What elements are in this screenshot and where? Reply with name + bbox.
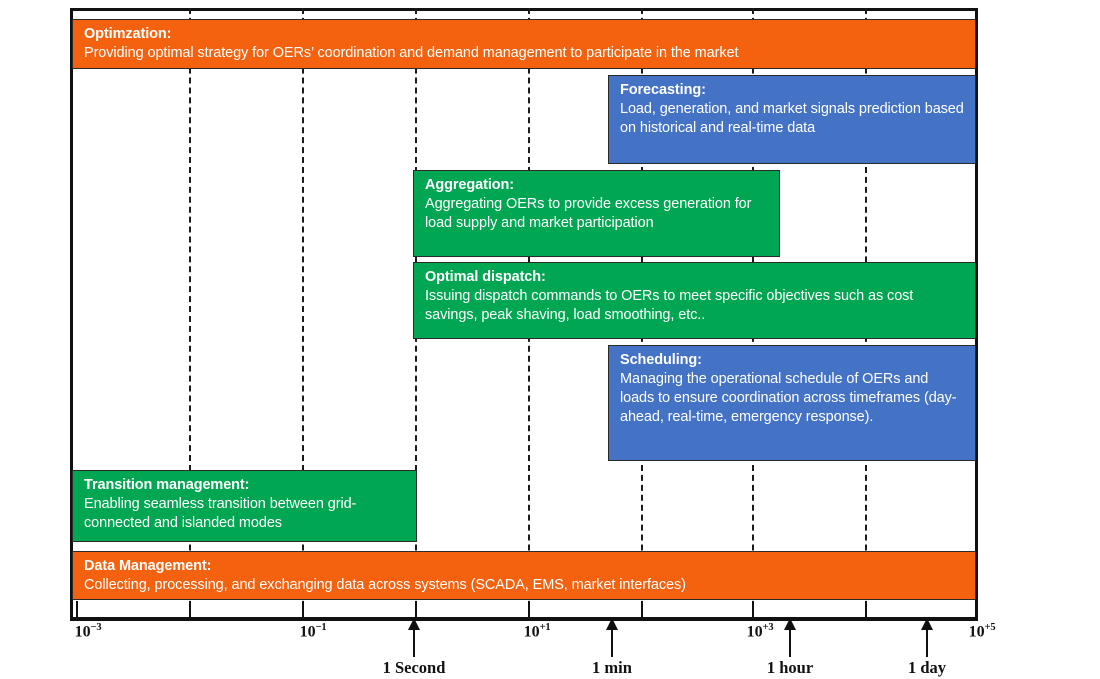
axis-label-exponent: +5: [984, 622, 996, 633]
axis-tick-4: [528, 601, 530, 618]
arrow-up-icon: [408, 618, 420, 630]
axis-tick-8: [975, 601, 977, 618]
axis-tick-1: [189, 601, 191, 618]
annotation-1-hour: 1 hour: [730, 618, 850, 678]
box-data-management[interactable]: Data Management: Collecting, processing,…: [72, 551, 976, 600]
gridline-2: [302, 8, 304, 620]
axis-label-mantissa: 10: [523, 623, 540, 641]
axis-label-mantissa: 10: [968, 623, 985, 641]
arrow-up-icon: [921, 618, 933, 630]
axis-label-exponent: +3: [762, 622, 774, 633]
box-forecasting-desc: Load, generation, and market signals pre…: [620, 101, 964, 137]
axis-tick-2: [302, 601, 304, 618]
axis-tick-3: [415, 601, 417, 618]
box-aggregation-title: Aggregation:: [425, 177, 515, 193]
box-forecasting[interactable]: Forecasting: Load, generation, and marke…: [608, 75, 976, 164]
annotation-label: 1 day: [907, 658, 947, 677]
axis-label-10e-1: 10−1: [300, 622, 327, 641]
arrow-up-icon: [784, 618, 796, 630]
axis-label-mantissa: 10: [299, 623, 316, 641]
box-optimal-dispatch-desc: Issuing dispatch commands to OERs to mee…: [425, 288, 914, 324]
axis-label-exponent: −1: [315, 622, 327, 633]
arrow-stem: [611, 627, 613, 657]
annotation-label: 1 min: [592, 658, 632, 677]
axis-label-mantissa: 10: [74, 623, 91, 641]
box-aggregation-desc: Aggregating OERs to provide excess gener…: [425, 196, 752, 232]
axis-tick-6: [752, 601, 754, 618]
annotation-label: 1 Second: [382, 658, 446, 677]
x-axis-line: [70, 617, 978, 621]
arrow-up-icon: [606, 618, 618, 630]
box-data-management-title: Data Management:: [84, 558, 212, 574]
box-optimization[interactable]: Optimzation: Providing optimal strategy …: [72, 19, 976, 69]
annotation-label: 1 hour: [766, 658, 814, 677]
gridline-1: [189, 8, 191, 620]
axis-label-mantissa: 10: [746, 623, 763, 641]
axis-tick-0: [76, 601, 78, 618]
box-transition-management-title: Transition management:: [84, 477, 250, 493]
box-scheduling-desc: Managing the operational schedule of OER…: [620, 371, 957, 426]
annotation-1-second: 1 Second: [354, 618, 474, 678]
box-optimal-dispatch[interactable]: Optimal dispatch: Issuing dispatch comma…: [413, 262, 976, 339]
box-scheduling[interactable]: Scheduling: Managing the operational sch…: [608, 345, 976, 461]
box-transition-management[interactable]: Transition management: Enabling seamless…: [72, 470, 417, 542]
box-forecasting-title: Forecasting:: [620, 82, 706, 98]
arrow-stem: [413, 627, 415, 657]
arrow-stem: [926, 627, 928, 657]
annotation-1-day: 1 day: [867, 618, 987, 678]
arrow-stem: [789, 627, 791, 657]
box-optimization-title: Optimzation:: [84, 26, 172, 42]
box-scheduling-title: Scheduling:: [620, 352, 702, 368]
axis-tick-5: [641, 601, 643, 618]
box-optimal-dispatch-title: Optimal dispatch:: [425, 269, 546, 285]
axis-tick-7: [865, 601, 867, 618]
axis-label-exponent: +1: [539, 622, 551, 633]
axis-label-exponent: −3: [90, 622, 102, 633]
annotation-1-min: 1 min: [552, 618, 672, 678]
axis-label-10e+5: 10+5: [969, 622, 996, 641]
box-transition-management-desc: Enabling seamless transition between gri…: [84, 496, 357, 532]
axis-label-10e-3: 10−3: [75, 622, 102, 641]
box-aggregation[interactable]: Aggregation: Aggregating OERs to provide…: [413, 170, 780, 257]
box-optimization-desc: Providing optimal strategy for OERs’ coo…: [84, 45, 739, 62]
axis-label-10e+3: 10+3: [747, 622, 774, 641]
box-data-management-desc: Collecting, processing, and exchanging d…: [84, 577, 686, 594]
axis-label-10e+1: 10+1: [524, 622, 551, 641]
